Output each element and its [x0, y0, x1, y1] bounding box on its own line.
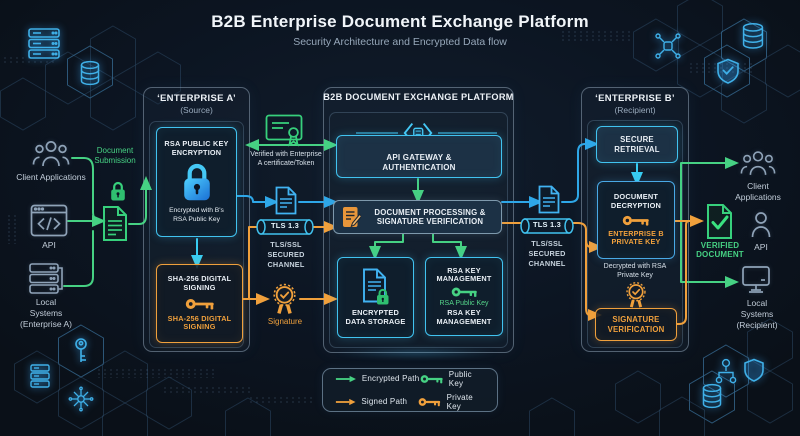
api-label: API: [42, 240, 56, 250]
secure-retrieval-box: SECURE RETRIEVAL: [596, 126, 678, 163]
rsa-key-mgmt-box: RSA KEY MANAGEMENT RSA Public Key RSA KE…: [425, 257, 503, 336]
verified-document-icon: [707, 204, 732, 239]
signing-key-icon: [185, 298, 214, 309]
enterprise-b-subtitle: (Recipient): [614, 105, 656, 115]
enterprise-a-subtitle: (Source): [180, 105, 213, 115]
verification-badge-icon: [626, 282, 646, 308]
public-key-label: RSA Public Key: [439, 300, 489, 307]
glow-accent: [332, 348, 500, 358]
tls-capsule-left: TLS 1.3: [256, 218, 314, 236]
verified-note: Verified with Enterprise A certificate/T…: [250, 151, 322, 168]
data-dots: [6, 214, 20, 244]
server-stack-icon: [30, 364, 50, 388]
decrypted-note: Decrypted with RSA Private Key: [603, 263, 667, 280]
enterprise-b-title: ‘ENTERPRISE B’: [595, 93, 675, 104]
doc-decryption-box: DOCUMENT DECRYPTION ENTERPRISE B PRIVATE…: [597, 181, 675, 259]
client-apps-icon: [32, 141, 70, 167]
local-systems-qualifier: (Recipient): [736, 320, 778, 330]
secure-retrieval-label: SECURE RETRIEVAL: [614, 135, 660, 154]
api-window-icon: [30, 204, 68, 237]
tls-version-right: TLS 1.3: [532, 220, 562, 229]
database-icon: [702, 383, 722, 409]
data-dots: [96, 368, 216, 378]
legend-signed-path: Signed Path: [361, 397, 408, 406]
tls-channel-label-left: TLS/SSL SECURED CHANNEL: [267, 240, 305, 270]
legend-public-key: Public Key: [448, 369, 472, 388]
legend-private-key-icon: [419, 397, 441, 406]
page-title: B2B Enterprise Document Exchange Platfor…: [211, 12, 589, 31]
server-stack-icon: [28, 28, 60, 59]
hierarchy-icon: [715, 358, 737, 384]
rsa-lock-icon: [183, 164, 210, 201]
tls-channel-label-right: TLS/SSL SECURED CHANNEL: [528, 239, 566, 269]
local-systems-monitor-icon: [742, 266, 770, 293]
client-apps-label: Client Applications: [735, 181, 781, 202]
local-systems-qualifier: (Enterprise A): [20, 319, 72, 329]
submission-document-icon: [103, 206, 127, 241]
api-gateway-box: API GATEWAY & AUTHENTICATION: [336, 135, 502, 178]
data-dots: [248, 396, 312, 405]
data-dots: [2, 56, 58, 65]
client-apps-label: Client Applications: [16, 172, 86, 182]
verified-document-label: VERIFIED DOCUMENT: [696, 241, 744, 260]
rsa-encryption-title: RSA PUBLIC KEY ENCRYPTION: [164, 139, 229, 157]
snowflake-node-icon: [68, 386, 94, 412]
page-subtitle: Security Architecture and Encrypted Data…: [293, 36, 507, 48]
key-mgmt-footer: RSA KEY MANAGEMENT: [436, 308, 492, 326]
tls-version-left: TLS 1.3: [270, 221, 300, 230]
tls-capsule-right: TLS 1.3: [520, 217, 574, 235]
key-mgmt-title: RSA KEY MANAGEMENT: [436, 265, 492, 284]
tls-document-icon: [275, 186, 297, 215]
encrypted-storage-label: ENCRYPTED DATA STORAGE: [345, 308, 406, 326]
api-user-icon: [751, 212, 771, 238]
document-submission-label: Document Submission: [94, 146, 136, 166]
legend: Encrypted Path Public Key Signed Path Pr…: [322, 368, 498, 412]
signature-label: Signature: [267, 317, 303, 326]
api-gateway-label: API GATEWAY & AUTHENTICATION: [382, 153, 456, 172]
client-apps-icon: [740, 151, 776, 175]
rsa-encryption-box: RSA PUBLIC KEY ENCRYPTION Encrypted with…: [156, 127, 237, 237]
enterprise-a-title: ‘ENTERPRISE A’: [157, 93, 236, 104]
api-label: API: [754, 242, 768, 252]
database-icon: [742, 23, 764, 49]
signed-path-arrow-icon: [335, 398, 356, 405]
tls-document-icon: [538, 185, 560, 214]
network-node-icon: [655, 33, 681, 59]
data-dots: [560, 30, 632, 42]
doc-decryption-title: DOCUMENT DECRYPTION: [610, 192, 662, 211]
shield-icon: [744, 358, 764, 382]
rsa-encryption-caption: Encrypted with B's RSA Public Key: [169, 207, 224, 223]
submission-lock-icon: [111, 181, 125, 201]
local-systems-icon: [29, 263, 63, 294]
database-icon: [80, 60, 100, 86]
platform-title: B2B DOCUMENT EXCHANGE PLATFORM: [323, 92, 514, 102]
signature-verification-label: SIGNATURE VERIFICATION: [607, 315, 665, 334]
certificate-icon: [265, 114, 303, 147]
private-key-label: ENTERPRISE B PRIVATE KEY: [608, 228, 664, 247]
encrypted-storage-box: ENCRYPTED DATA STORAGE: [337, 257, 414, 338]
sha-signing-title: SHA-256 DIGITAL SIGNING: [167, 274, 232, 292]
doc-processing-box: DOCUMENT PROCESSING & SIGNATURE VERIFICA…: [333, 200, 502, 234]
encrypted-path-arrow-icon: [335, 375, 356, 382]
private-key-icon: [622, 215, 649, 226]
legend-private-key: Private Key: [446, 392, 473, 411]
doc-processing-icon: [343, 206, 361, 227]
sha-signing-box: SHA-256 DIGITAL SIGNING SHA-256 DIGITAL …: [156, 264, 243, 343]
key-icon: [75, 338, 87, 362]
sha-signing-caption: SHA-256 DIGITAL SIGNING: [167, 313, 232, 332]
doc-processing-label: DOCUMENT PROCESSING & SIGNATURE VERIFICA…: [374, 207, 486, 226]
signature-badge-icon: [273, 283, 296, 314]
local-systems-label: Local Systems: [29, 297, 63, 318]
legend-row: Signed Path Private Key: [335, 393, 485, 411]
legend-row: Encrypted Path Public Key: [335, 370, 485, 388]
legend-public-key-icon: [420, 374, 443, 383]
signature-verification-box: SIGNATURE VERIFICATION: [595, 308, 677, 341]
data-dots: [162, 386, 252, 395]
public-key-icon: [451, 287, 477, 297]
local-systems-label: Local Systems: [740, 298, 774, 319]
shield-check-icon: [717, 58, 739, 84]
legend-encrypted-path: Encrypted Path: [361, 374, 420, 383]
storage-doc-lock-icon: [362, 268, 388, 305]
